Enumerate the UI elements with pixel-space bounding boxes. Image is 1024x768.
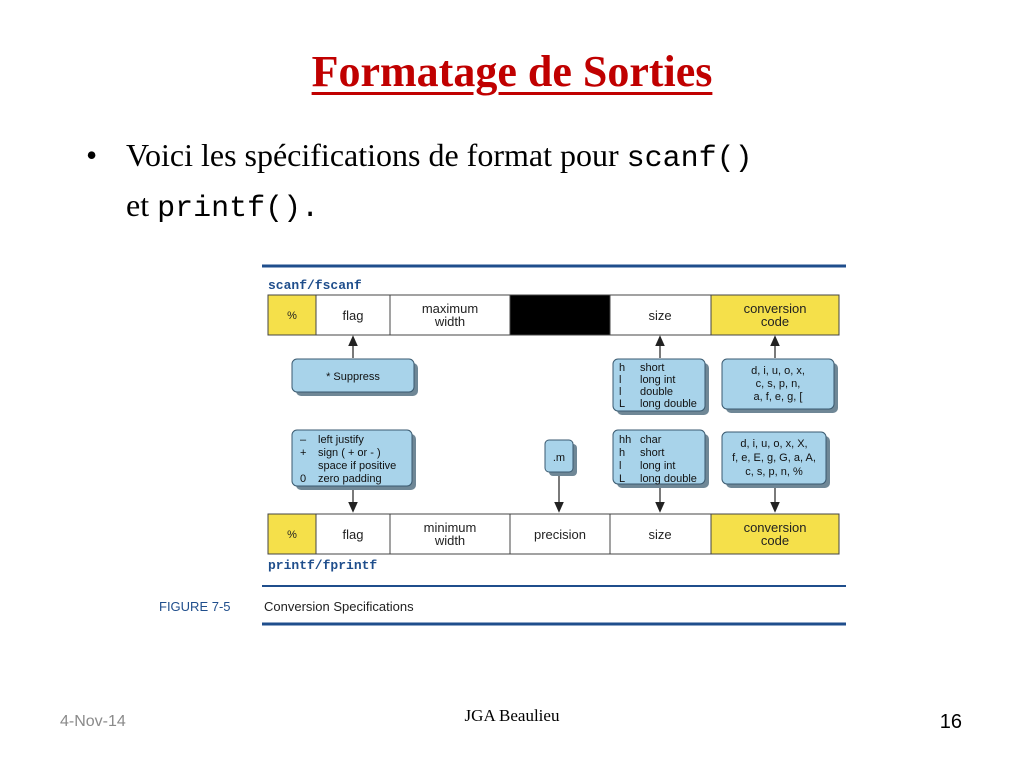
printf-conv-line-0: d, i, u, o, x, X, [740, 438, 807, 450]
scanf-size-code-2: l [619, 386, 621, 398]
printf-precision-label: precision [534, 527, 586, 542]
printf-conv-line-1: f, e, E, g, G, a, A, [732, 452, 816, 464]
suppress-box [291, 358, 415, 393]
page-number: 16 [939, 711, 962, 733]
printf-conversion-line2: code [761, 533, 789, 548]
scanf-field-size [609, 294, 712, 336]
scanf-size-desc-3: long double [640, 398, 697, 410]
printf-conv-box [721, 431, 827, 485]
scanf-conv-line-1: c, s, p, n, [756, 378, 801, 390]
scanf-conversion-line2: code [761, 314, 789, 329]
bullet-text: Voici les spécifications de format pour … [126, 132, 966, 232]
printf-field-conversion [710, 513, 840, 555]
footer-date: 4-Nov-14 [60, 713, 126, 730]
scanf-size-desc-1: long int [640, 374, 675, 386]
precision-box [544, 439, 574, 473]
scanf-size-code-3: L [619, 398, 625, 410]
scanf-size-desc-0: short [640, 362, 664, 374]
printf-size-code-1: h [619, 447, 625, 459]
printf-flag-desc-3: zero padding [318, 473, 382, 485]
scanf-conv-callout: d, i, u, o, x, c, s, p, n, a, f, e, g, [ [721, 358, 838, 413]
printf-flag-box [291, 429, 413, 487]
printf-size-code-3: L [619, 473, 625, 485]
printf-field-precision [509, 513, 611, 555]
scanf-max-width-line2: width [434, 314, 465, 329]
printf-flag-desc-0: left justify [318, 434, 364, 446]
scanf-conv-line-2: a, f, e, g, [ [754, 391, 803, 403]
figure-caption-number: FIGURE 7-5 [159, 599, 231, 614]
scanf-size-code-1: l [619, 374, 621, 386]
printf-conv-callout: d, i, u, o, x, X, f, e, E, g, G, a, A, c… [721, 431, 830, 488]
scanf-field-max-width [389, 294, 511, 336]
precision-text: .m [553, 452, 565, 464]
scanf-field-blank [509, 294, 611, 336]
scanf-conv-line-0: d, i, u, o, x, [751, 365, 805, 377]
printf-size-callout: hh char h short l long int L long double [612, 429, 709, 488]
scanf-field-row: % flag maximum width size conversion cod… [267, 294, 840, 336]
printf-label: printf/fprintf [268, 558, 377, 573]
printf-conversion-line1: conversion [744, 520, 807, 535]
printf-size-desc-2: long int [640, 460, 675, 472]
printf-field-percent [267, 513, 317, 555]
scanf-flag-label: flag [343, 308, 364, 323]
printf-size-label: size [648, 527, 671, 542]
scanf-size-code-0: h [619, 362, 625, 374]
figure-caption-text: Conversion Specifications [264, 599, 414, 614]
scanf-size-box [612, 358, 706, 412]
footer-author: JGA Beaulieu [464, 706, 560, 725]
bullet-symbol: • [86, 137, 98, 173]
printf-conv-line-2: c, s, p, n, % [745, 466, 803, 478]
scanf-conv-box [721, 358, 835, 410]
printf-size-code-0: hh [619, 434, 631, 446]
code-printf: printf(). [157, 192, 320, 226]
printf-flag-desc-2: space if positive [318, 460, 396, 472]
printf-flag-code-3: 0 [300, 473, 306, 485]
scanf-conversion-line1: conversion [744, 301, 807, 316]
suppress-text: * Suppress [326, 371, 380, 383]
scanf-field-percent [267, 294, 317, 336]
printf-precision-callout: .m [544, 439, 577, 476]
printf-flag-callout: – left justify + sign ( + or - ) space i… [291, 429, 416, 490]
printf-size-desc-3: long double [640, 473, 697, 485]
scanf-suppress-callout: * Suppress [291, 358, 418, 396]
printf-flag-code-1: + [300, 447, 306, 459]
printf-flag-desc-1: sign ( + or - ) [318, 447, 381, 459]
slide-title-text: Formatage de Sorties [311, 47, 713, 96]
scanf-label: scanf/fscanf [268, 278, 362, 293]
printf-percent-label: % [287, 529, 297, 541]
printf-field-row: % flag minimum width precision size conv… [267, 513, 840, 555]
scanf-percent-label: % [287, 310, 297, 322]
printf-size-box [612, 429, 706, 485]
printf-min-width-line2: width [434, 533, 465, 548]
printf-size-desc-0: char [640, 434, 662, 446]
printf-size-code-2: l [619, 460, 621, 472]
printf-size-desc-1: short [640, 447, 664, 459]
printf-min-width-line1: minimum [424, 520, 477, 535]
scanf-max-width-line1: maximum [422, 301, 478, 316]
printf-flag-label: flag [343, 527, 364, 542]
slide-title: Formatage de Sorties [0, 46, 1024, 97]
scanf-size-label: size [648, 308, 671, 323]
bullet-text-part-1: Voici les spécifications de format pour [126, 137, 627, 173]
printf-flag-code-0: – [300, 434, 307, 446]
scanf-size-callout: h short l long int l double L long doubl… [612, 358, 709, 415]
scanf-size-desc-2: double [640, 386, 673, 398]
scanf-field-conversion [710, 294, 840, 336]
bullet-text-part-2: et [126, 187, 158, 223]
code-scanf: scanf() [626, 142, 753, 176]
